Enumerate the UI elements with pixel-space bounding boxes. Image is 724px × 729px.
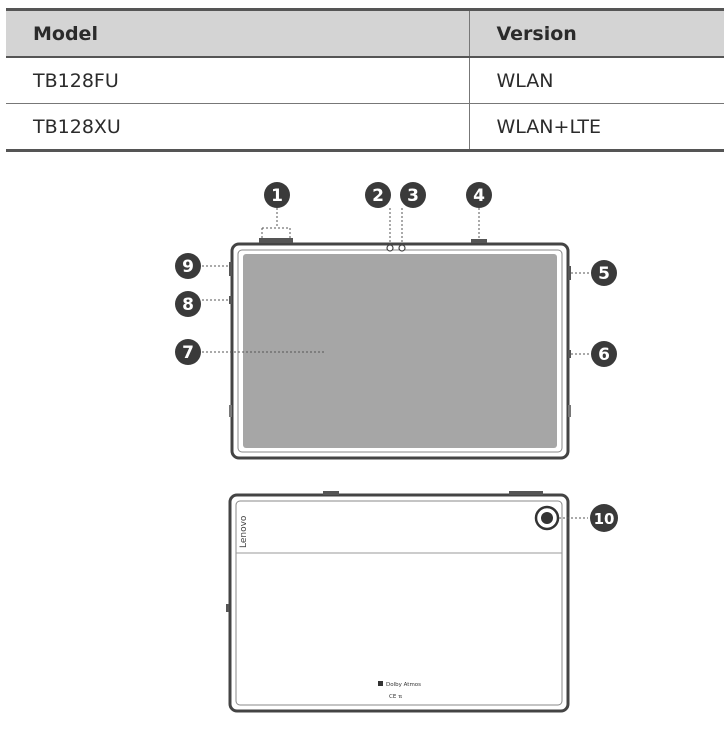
back-left-feature — [226, 604, 229, 612]
callout-circle — [175, 291, 201, 317]
right-lower-grille — [568, 405, 571, 417]
callout-3: 3 — [400, 182, 426, 208]
callout-circle — [175, 339, 201, 365]
card-slot-left — [229, 296, 232, 304]
callout-number: 10 — [594, 510, 615, 528]
tablet-front-view — [202, 208, 590, 460]
dolby-logo-icon — [378, 681, 383, 686]
callout-1: 1 — [264, 182, 290, 208]
header-model: Model — [6, 8, 470, 58]
back-body-outline — [228, 493, 570, 713]
callout-circle — [591, 341, 617, 367]
callout-number: 4 — [473, 186, 485, 206]
back-top-grilles — [509, 491, 543, 495]
right-top-feature — [568, 266, 571, 280]
model-version-table: Model Version TB128FU WLAN TB128XU WLAN+… — [6, 8, 724, 152]
cell-version: WLAN+LTE — [469, 103, 724, 152]
callout-number: 6 — [598, 345, 610, 365]
right-mid-feature — [568, 350, 571, 358]
table-row: TB128FU WLAN — [6, 57, 724, 104]
leader-1 — [261, 208, 291, 238]
callout-circle — [400, 182, 426, 208]
table-row: TB128XU WLAN+LTE — [6, 103, 724, 152]
callout-number: 9 — [182, 257, 194, 277]
callout-number: 7 — [182, 343, 194, 363]
power-button — [471, 239, 487, 243]
callout-number: 5 — [598, 264, 610, 284]
rear-camera-icon — [541, 512, 553, 524]
callout-7: 7 — [175, 339, 201, 365]
table-header-row: Model Version — [6, 8, 724, 58]
callout-number: 2 — [372, 186, 384, 206]
back-inner-outline — [235, 500, 563, 706]
callout-circle — [590, 504, 618, 532]
callout-circle — [591, 260, 617, 286]
header-version: Version — [469, 8, 724, 58]
callout-6: 6 — [591, 341, 617, 367]
callout-circle — [264, 182, 290, 208]
front-camera — [398, 244, 406, 252]
dolby-atmos-badge: Dolby Atmos — [386, 682, 421, 688]
cell-model: TB128FU — [6, 57, 470, 104]
callout-5: 5 — [591, 260, 617, 286]
callout-number: 1 — [271, 186, 283, 206]
callout-2: 2 — [365, 182, 391, 208]
callout-4: 4 — [466, 182, 492, 208]
callout-number: 3 — [407, 186, 419, 206]
callout-9: 9 — [175, 253, 201, 279]
callout-10: 10 — [590, 504, 618, 532]
volume-button-left — [229, 262, 232, 276]
back-top-button — [323, 491, 339, 495]
certification-marks: CE ℼ — [389, 694, 402, 700]
callout-circle — [365, 182, 391, 208]
display-screen — [243, 254, 557, 448]
callout-circle — [175, 253, 201, 279]
light-sensor — [386, 244, 394, 252]
cell-version: WLAN — [469, 57, 724, 104]
left-lower-grille — [229, 405, 232, 417]
callout-circle — [466, 182, 492, 208]
lenovo-logo: Lenovo — [239, 515, 249, 548]
callout-8: 8 — [175, 291, 201, 317]
top-speaker-grilles — [259, 238, 293, 243]
cell-model: TB128XU — [6, 103, 470, 152]
callout-number: 8 — [182, 295, 194, 315]
tablet-back-view: Lenovo Dolby Atmos CE ℼ — [226, 491, 588, 713]
